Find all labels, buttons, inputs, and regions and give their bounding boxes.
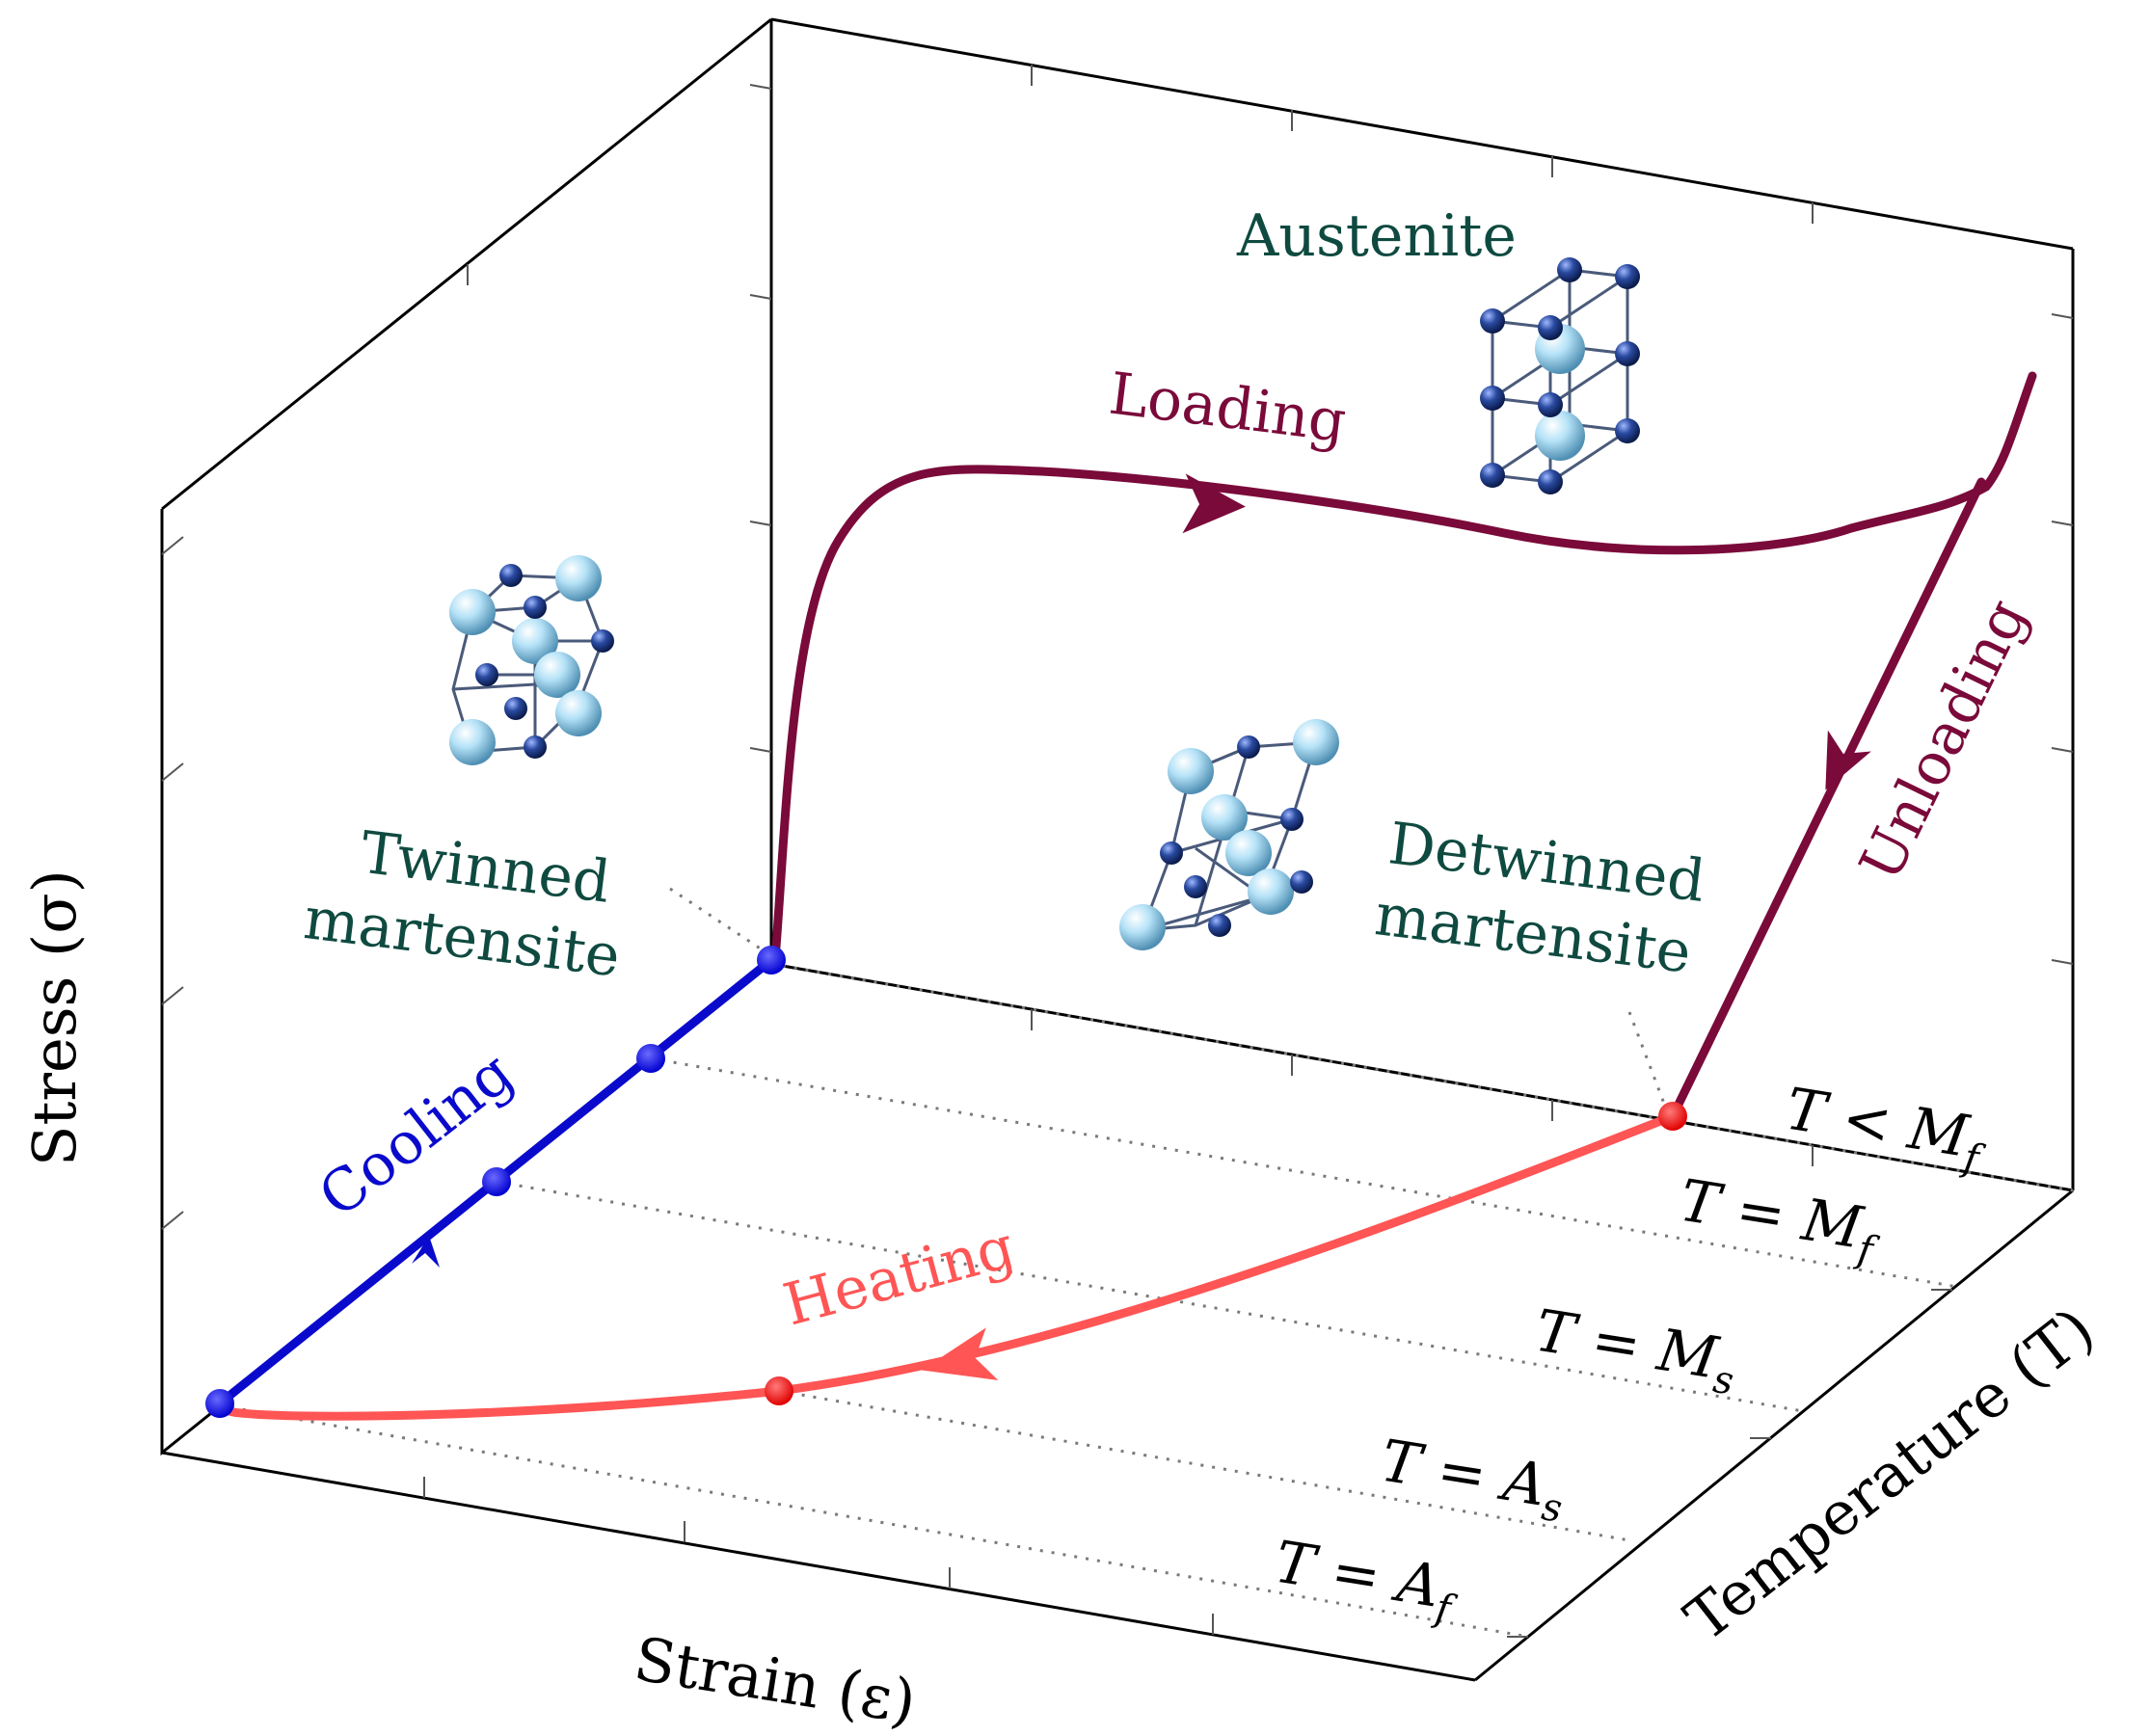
stress-axis-label: Stress (σ)	[19, 869, 90, 1166]
temperature-guides	[219, 887, 2074, 1639]
top-back-edge	[770, 17, 2074, 251]
temperature-labels: T < MfT = Mf T = Ms T = AsT = Af	[1269, 1076, 1993, 1633]
state-points	[205, 946, 1687, 1418]
unloading-label: Unloading	[1847, 589, 2041, 892]
temperature-label-2: T = Ms	[1529, 1297, 1741, 1404]
temperature-label-4: T = Af	[1269, 1529, 1465, 1633]
guide-as	[778, 1389, 1630, 1542]
back-left-edge	[160, 509, 772, 1456]
direction-arrows	[412, 473, 1871, 1380]
temperature-label-0: T < Mf	[1780, 1076, 1993, 1183]
cooling-label: Cooling	[307, 1039, 525, 1231]
point-heating-as	[765, 1376, 793, 1405]
point-cooling-ms	[482, 1167, 511, 1196]
point-cooling-mf	[636, 1044, 665, 1073]
heating-label: Heating	[777, 1214, 1022, 1340]
unloading-curve	[1668, 477, 1986, 1121]
loading-curve	[770, 371, 2037, 964]
detwinned-martensite-label: Detwinned martensite	[1371, 810, 1708, 986]
temperature-label-3: T = As	[1375, 1428, 1570, 1532]
point-cooling-af	[205, 1389, 234, 1418]
temperature-ticks	[1507, 1289, 1952, 1638]
guide-mf	[650, 1056, 1958, 1289]
unloading-arrow	[1825, 730, 1871, 790]
temperature-axis-label: Temperature (T)	[1672, 1294, 2107, 1655]
right-wall-ticks	[2051, 313, 2074, 965]
guide-af	[219, 1403, 1529, 1639]
floor-front-edge	[161, 1451, 1476, 1682]
strain-axis-label: Strain (ε)	[630, 1623, 921, 1736]
strain-ticks	[423, 1477, 1214, 1635]
twinned-crystal	[449, 555, 614, 765]
twinned-pointer	[669, 887, 763, 951]
austenite-label: Austenite	[1236, 202, 1517, 270]
detwinned-pointer	[1627, 1011, 1668, 1109]
floor-right-edge	[1474, 1188, 2074, 1682]
stress-ticks	[161, 536, 184, 1230]
back-wall-ticks	[749, 84, 772, 753]
heating-arrow	[921, 1327, 999, 1380]
point-detwinned	[1658, 1102, 1687, 1131]
guide-mf-lt	[770, 962, 2074, 1192]
floor-back-ticks	[1031, 1009, 1814, 1166]
detwinned-crystal	[1119, 719, 1339, 950]
tick-marks	[161, 65, 2074, 1638]
cooling-arrow	[412, 1236, 440, 1268]
austenite-crystal	[1480, 257, 1640, 494]
guide-ms	[496, 1180, 1804, 1413]
temperature-label-1: T = Mf	[1674, 1167, 1887, 1274]
twinned-martensite-label: Twinned martensite	[301, 819, 624, 991]
loading-label: Loading	[1106, 361, 1350, 457]
top-diagonal-ticks	[467, 65, 1814, 285]
point-origin-twinned	[757, 946, 786, 975]
loading-arrow	[1182, 473, 1246, 534]
